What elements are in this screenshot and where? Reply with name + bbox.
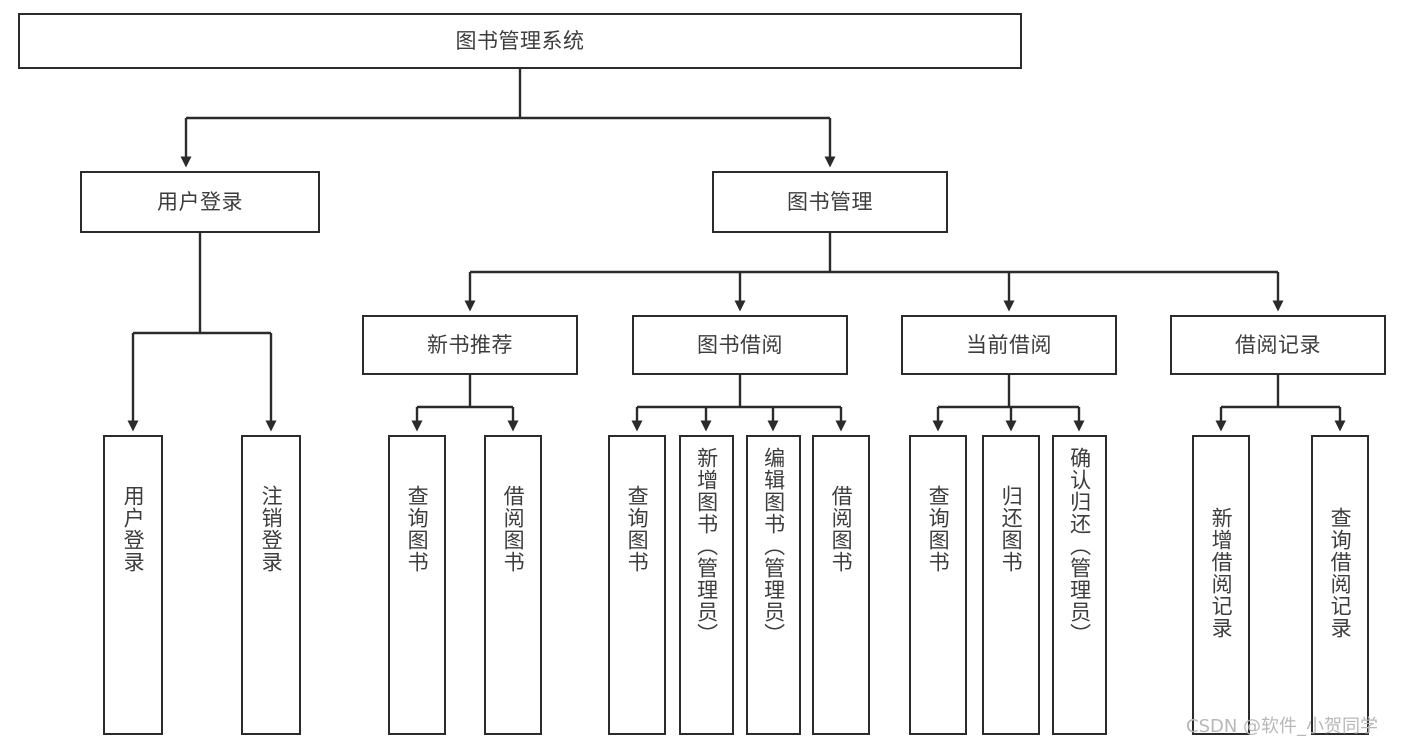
node-user-login[interactable]: 用户登录: [80, 171, 320, 233]
node-leaf-borrow-book-1[interactable]: 借阅图书: [484, 435, 542, 735]
node-leaf-user-login[interactable]: 用户登录: [103, 435, 163, 735]
node-label: 借阅记录: [1235, 332, 1321, 357]
node-book-manage[interactable]: 图书管理: [712, 171, 948, 233]
node-label: 查询图书: [625, 485, 650, 573]
node-leaf-edit-book-admin[interactable]: 编辑图书（管理员）: [746, 435, 801, 735]
node-label: 用户登录: [121, 485, 146, 573]
node-new-book-recommend[interactable]: 新书推荐: [362, 315, 578, 375]
node-label: 确认归还（管理员）: [1067, 447, 1092, 645]
node-label: 查询图书: [926, 485, 951, 573]
node-current-borrow[interactable]: 当前借阅: [901, 315, 1117, 375]
node-leaf-add-book-admin[interactable]: 新增图书（管理员）: [679, 435, 734, 735]
node-label: 新增图书（管理员）: [694, 447, 719, 645]
node-label: 用户登录: [157, 189, 243, 214]
node-label: 图书借阅: [697, 332, 783, 357]
node-leaf-logout-login[interactable]: 注销登录: [241, 435, 301, 735]
node-leaf-query-book-1[interactable]: 查询图书: [388, 435, 446, 735]
node-leaf-confirm-return-admin[interactable]: 确认归还（管理员）: [1052, 435, 1107, 735]
node-leaf-add-borrow-record[interactable]: 新增借阅记录: [1192, 435, 1250, 735]
node-label: 借阅图书: [501, 485, 526, 573]
node-leaf-borrow-book-2[interactable]: 借阅图书: [812, 435, 870, 735]
node-label: 当前借阅: [966, 332, 1052, 357]
node-label: 查询图书: [405, 485, 430, 573]
node-label: 归还图书: [999, 485, 1024, 573]
node-label: 注销登录: [259, 485, 284, 573]
node-label: 借阅图书: [829, 485, 854, 573]
node-leaf-query-book-3[interactable]: 查询图书: [909, 435, 967, 735]
node-label: 新书推荐: [427, 332, 513, 357]
node-leaf-return-book[interactable]: 归还图书: [982, 435, 1040, 735]
node-leaf-query-book-2[interactable]: 查询图书: [608, 435, 666, 735]
node-leaf-query-borrow-record[interactable]: 查询借阅记录: [1311, 435, 1369, 735]
node-root-system[interactable]: 图书管理系统: [18, 13, 1022, 69]
node-borrow-record[interactable]: 借阅记录: [1170, 315, 1386, 375]
node-label: 编辑图书（管理员）: [761, 447, 786, 645]
node-label: 图书管理系统: [455, 28, 585, 53]
csdn-watermark: CSDN @软件_小贺同学: [1186, 716, 1379, 737]
node-label: 新增借阅记录: [1209, 507, 1234, 639]
node-book-borrow[interactable]: 图书借阅: [632, 315, 848, 375]
node-label: 查询借阅记录: [1328, 507, 1353, 639]
node-label: 图书管理: [787, 189, 873, 214]
